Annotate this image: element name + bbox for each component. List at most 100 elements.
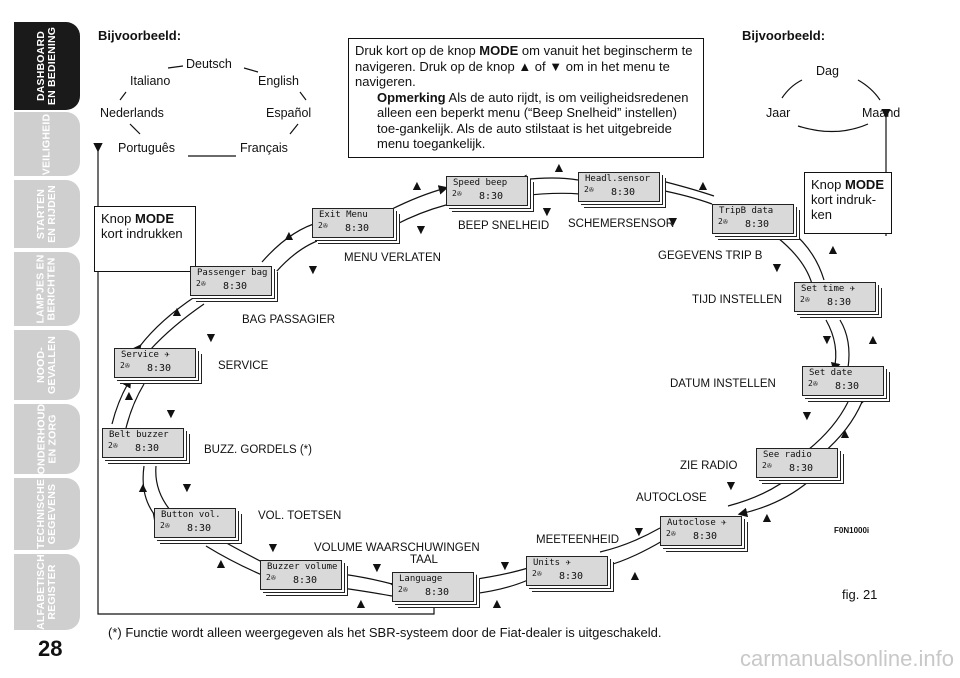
up-arrow-icon: ▲ [122, 387, 136, 403]
up-arrow-icon: ▲ [826, 241, 840, 257]
screen-icon: 2✇ [108, 441, 118, 450]
up-arrow-icon: ▲ [214, 555, 228, 571]
down-arrow-icon: ▼ [498, 557, 512, 573]
sidebar-tab-register[interactable]: ALFABETISCH REGISTER [14, 554, 80, 630]
screen-time: 8:30 [425, 587, 450, 598]
label-beep-snelheid: BEEP SNELHEID [458, 220, 550, 232]
language-option: Français [240, 141, 288, 155]
screen-title: Button vol. [161, 510, 221, 520]
down-arrow-icon: ▼ [180, 479, 194, 495]
down-arrow-icon: ▼ [770, 259, 784, 275]
label-menu-verlaten: MENU VERLATEN [344, 252, 441, 264]
up-arrow-icon: ▲ [354, 595, 368, 611]
screen-icon: 2✇ [808, 379, 818, 388]
screen-service: Service ✈2✇8:30 [114, 348, 196, 378]
screen-title: See radio [763, 450, 812, 460]
up-arrow-icon: ▲ [490, 595, 504, 611]
up-arrow-icon: ▲ [282, 227, 296, 243]
screen-time: 8:30 [345, 223, 370, 234]
screen-title: Passenger bag [197, 268, 268, 278]
label-datum-instellen: DATUM INSTELLEN [670, 378, 776, 390]
sidebar-tab-dashboard[interactable]: DASHBOARD EN BEDIENING [14, 22, 80, 110]
label-vol-toetsen: VOL. TOETSEN [258, 510, 342, 522]
screen-time: 8:30 [693, 531, 718, 542]
label-service: SERVICE [218, 360, 269, 372]
screen-time: 8:30 [611, 187, 636, 198]
screen-icon: 2✇ [196, 279, 206, 288]
screen-icon: 2✇ [762, 461, 772, 470]
down-arrow-icon: ▼ [164, 405, 178, 421]
figure-label: fig. 21 [842, 587, 878, 602]
label-meeteenheid: MEETEENHEID [536, 534, 620, 546]
screen-time: 8:30 [147, 363, 172, 374]
sidebar-tab-onderhoud[interactable]: ONDERHOUD EN ZORG [14, 404, 80, 474]
screen-time: 8:30 [135, 443, 160, 454]
screen-title: Set time ✈ [801, 284, 856, 294]
watermark: carmanualsonline.info [739, 646, 954, 671]
screen-title: Speed beep [453, 178, 508, 188]
down-arrow-icon: ▼ [724, 477, 738, 493]
screen-button-vol: Button vol.2✇ 8:30 [154, 508, 236, 538]
screen-icon: 2✇ [718, 217, 728, 226]
screen-time: 8:30 [559, 571, 584, 582]
sidebar-tab-starten[interactable]: STARTEN EN RIJDEN [14, 180, 80, 248]
language-option: English [258, 74, 299, 88]
label-taal: TAAL [410, 554, 438, 566]
label-buzz-gordels: BUZZ. GORDELS (*) [204, 444, 312, 456]
screen-icon: 2✇ [266, 573, 276, 582]
sidebar-tab-noodgevallen[interactable]: NOOD- GEVALLEN [14, 330, 80, 400]
note-text: Als de auto rijdt, is om veiligheidsrede… [377, 89, 689, 152]
language-option: Nederlands [100, 106, 164, 120]
info-box: Druk kort op de knop MODE om vanuit het … [348, 38, 704, 158]
screen-time: 8:30 [479, 191, 504, 202]
screen-time: 8:30 [789, 463, 814, 474]
language-option: Português [118, 141, 175, 155]
up-arrow-icon: ▲ [866, 331, 880, 347]
note-label: Opmerking [377, 89, 446, 105]
up-arrow-icon: ▲ [628, 567, 642, 583]
mode-box-right: Knop MODE kort indruk-ken [804, 172, 892, 234]
screen-title: TripB data [719, 206, 774, 216]
sidebar-tab-veiligheid[interactable]: VEILIGHEID [14, 112, 80, 176]
sidebar-tab-lampjes[interactable]: LAMPJES EN BERICHTEN [14, 252, 80, 326]
mode-box-left: Knop MODE kort indrukken [94, 206, 196, 272]
screen-icon: 2✇ [318, 221, 328, 230]
screen-time: 8:30 [827, 297, 852, 308]
screen-set-time: Set time ✈2✇8:30 [794, 282, 876, 312]
down-arrow-icon: ▼ [370, 559, 384, 575]
screen-title: Units ✈ [533, 558, 571, 568]
label-tijd-instellen: TIJD INSTELLEN [692, 294, 783, 306]
mode-box-text: Knop [101, 211, 135, 226]
mode-box-text: Knop [811, 177, 845, 192]
page-number: 28 [38, 636, 63, 661]
screen-title: Belt buzzer [109, 430, 169, 440]
screen-icon: 2✇ [398, 585, 408, 594]
label-gegevens-trip-b: GEGEVENS TRIP B [658, 250, 763, 262]
up-arrow-icon: ▲ [760, 509, 774, 525]
up-arrow-icon: ▲ [136, 479, 150, 495]
mode-box-text: kort indrukken [101, 226, 183, 241]
unit-option: Dag [816, 64, 839, 78]
mode-box-bold: MODE [844, 177, 884, 192]
down-arrow-icon: ▼ [414, 221, 428, 237]
screen-icon: 2✇ [120, 361, 130, 370]
down-arrow-icon: ▼ [540, 203, 554, 219]
figure-code: F0N1000i [834, 526, 870, 535]
sidebar-tab-technische[interactable]: TECHNISCHE GEGEVENS [14, 478, 80, 550]
down-arrow-icon: ▼ [306, 261, 320, 277]
info-text: om vanuit het beginscherm te navigeren. … [355, 43, 693, 89]
mode-box-text: kort indruk-ken [811, 192, 877, 222]
language-option: Deutsch [186, 57, 232, 71]
label-volume-waarschuwingen: VOLUME WAARSCHUWINGEN [314, 542, 480, 554]
language-option: Español [266, 106, 312, 120]
label-bag-passagier: BAG PASSAGIER [242, 314, 336, 326]
label-zie-radio: ZIE RADIO [680, 460, 738, 472]
screen-time: 8:30 [187, 523, 212, 534]
screen-icon: 2✇ [160, 521, 170, 530]
unit-option: Jaar [766, 106, 791, 120]
